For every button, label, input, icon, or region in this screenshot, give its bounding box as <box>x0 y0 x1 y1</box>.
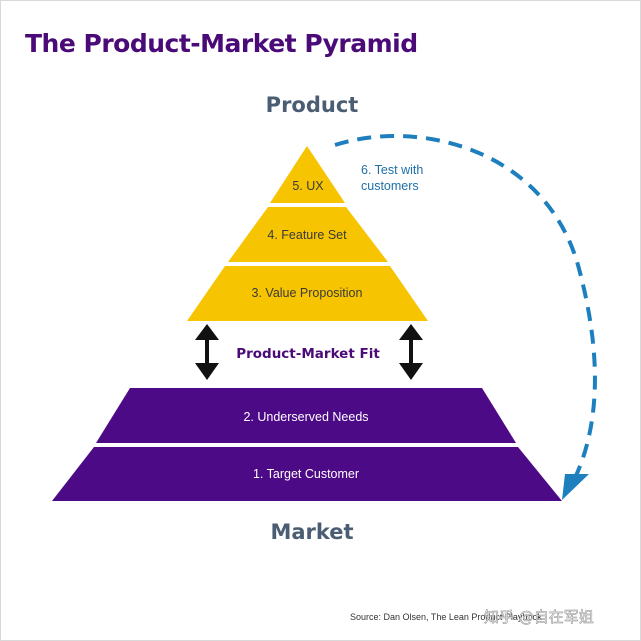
layer-target-customer <box>52 447 562 501</box>
layer-ux <box>270 146 345 203</box>
underserved-needs-label: 2. Underserved Needs <box>243 410 368 424</box>
double-arrow-left-icon <box>195 324 219 380</box>
value-proposition-label: 3. Value Proposition <box>252 286 363 300</box>
layer-feature-set <box>228 207 388 262</box>
arc-arrowhead-icon <box>562 474 589 500</box>
test-label-line2: customers <box>361 179 419 193</box>
source-citation: Source: Dan Olsen, The Lean Product Play… <box>350 612 542 622</box>
product-market-fit-label: Product-Market Fit <box>236 346 380 362</box>
watermark: 知乎 @自在军姐 <box>484 608 594 626</box>
feature-set-label: 4. Feature Set <box>267 228 347 242</box>
feedback-arc <box>334 134 597 481</box>
test-label-line1: 6. Test with <box>361 163 423 177</box>
target-customer-label: 1. Target Customer <box>253 467 359 481</box>
layer-underserved-needs <box>96 388 516 443</box>
ux-label: 5. UX <box>292 179 324 193</box>
product-label: Product <box>266 93 359 117</box>
market-label: Market <box>270 520 353 544</box>
page-title: The Product-Market Pyramid <box>25 29 418 58</box>
layer-value-proposition <box>187 266 428 321</box>
double-arrow-right-icon <box>399 324 423 380</box>
